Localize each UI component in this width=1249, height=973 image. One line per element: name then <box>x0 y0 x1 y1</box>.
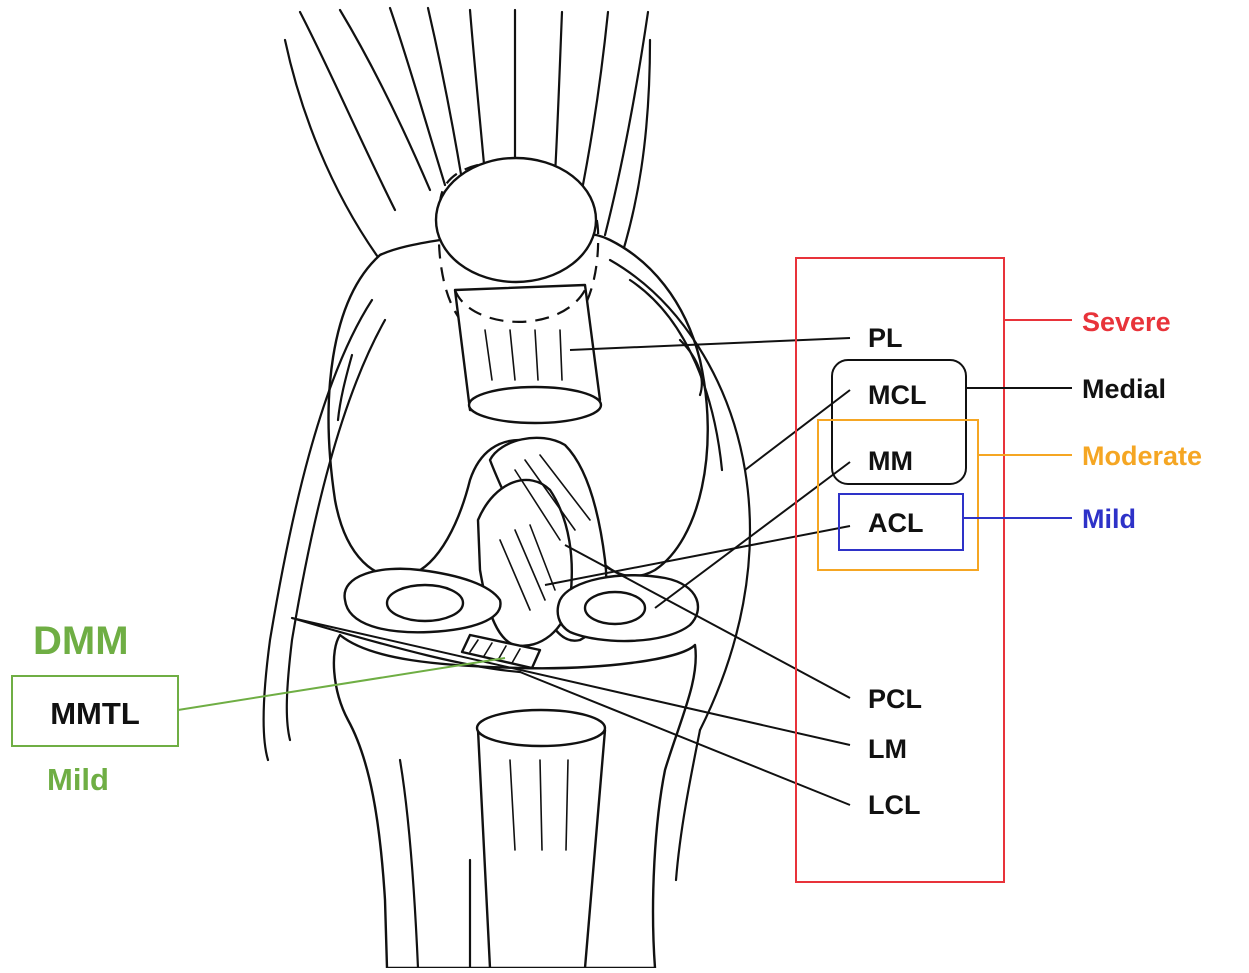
label-mcl: MCL <box>868 380 926 410</box>
fibula <box>477 710 605 968</box>
mmtl-label: MMTL <box>50 696 140 731</box>
label-lm: LM <box>868 734 907 764</box>
category-moderate: Moderate <box>1082 441 1202 471</box>
label-lcl: LCL <box>868 790 920 820</box>
category-mild: Mild <box>1082 504 1136 534</box>
label-acl: ACL <box>868 508 924 538</box>
category-severe: Severe <box>1082 307 1171 337</box>
mmtl-severity-mild: Mild <box>47 762 109 797</box>
label-pcl: PCL <box>868 684 922 714</box>
dmm-title: DMM <box>33 619 129 663</box>
label-mm: MM <box>868 446 913 476</box>
patellar-ligament <box>455 285 601 423</box>
category-medial: Medial <box>1082 374 1166 404</box>
label-pl: PL <box>868 323 903 353</box>
